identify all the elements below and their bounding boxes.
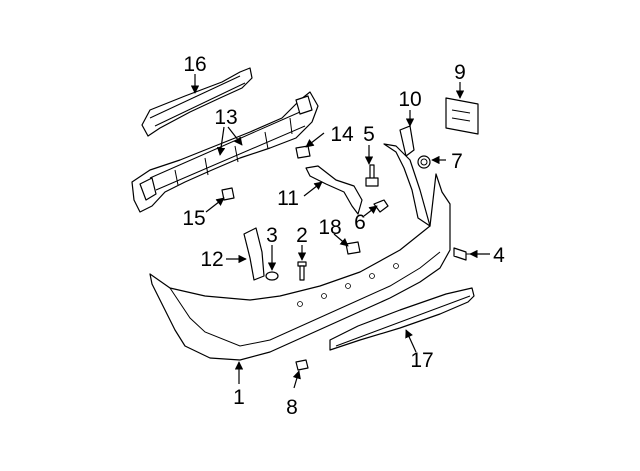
impact-bar-upper[interactable] — [141, 67, 253, 137]
bumper-pad-15[interactable] — [221, 187, 235, 201]
callout-4: 4 — [493, 244, 505, 267]
bumper-cover[interactable] — [149, 143, 451, 361]
callout-16: 16 — [183, 53, 206, 76]
callout-8: 8 — [286, 396, 298, 419]
callout-10: 10 — [398, 88, 421, 111]
bumper-pad-14[interactable] — [295, 145, 311, 159]
callout-2: 2 — [296, 224, 308, 247]
bumper-holes — [297, 263, 399, 307]
side-bracket[interactable] — [305, 165, 363, 215]
license-plate-bracket[interactable] — [445, 97, 479, 135]
bolt[interactable] — [365, 164, 379, 187]
callouts: 16 13 14 15 11 5 6 10 7 9 18 12 3 2 4 17… — [182, 53, 505, 419]
guide-bracket[interactable] — [399, 125, 415, 157]
step-pad[interactable] — [329, 287, 475, 351]
callout-6: 6 — [354, 211, 366, 234]
callout-5: 5 — [363, 123, 375, 146]
clip-8[interactable] — [295, 359, 309, 371]
grommet[interactable] — [417, 155, 431, 169]
retainer[interactable] — [373, 199, 389, 213]
callout-17: 17 — [410, 349, 433, 372]
callout-13: 13 — [214, 106, 237, 129]
callout-9: 9 — [454, 61, 466, 84]
callout-18: 18 — [318, 216, 341, 239]
side-support[interactable] — [243, 227, 265, 281]
callout-7: 7 — [451, 150, 463, 173]
callout-11: 11 — [277, 187, 299, 210]
callout-12: 12 — [200, 248, 223, 271]
callout-15: 15 — [182, 207, 205, 230]
leader-lines — [190, 74, 490, 389]
callout-1: 1 — [233, 386, 245, 409]
clip-bracket[interactable] — [345, 241, 361, 255]
callout-3: 3 — [266, 224, 278, 247]
callout-14: 14 — [330, 123, 354, 146]
push-pin[interactable] — [297, 261, 307, 281]
washer[interactable] — [265, 271, 279, 281]
